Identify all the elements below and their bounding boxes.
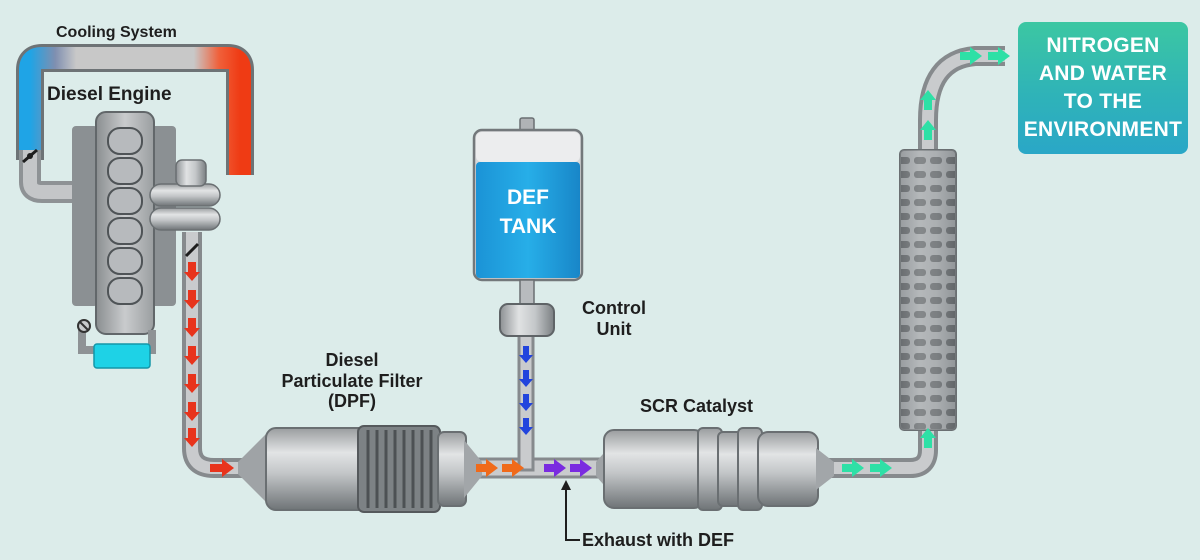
control-unit-label-line-1: Control [582, 298, 646, 318]
muffler [899, 149, 957, 431]
exhaust-with-def-pointer-head [561, 480, 571, 490]
scr-catalyst [596, 427, 834, 511]
exhaust-pipe [182, 46, 1005, 479]
cooling-system-label: Cooling System [56, 24, 177, 41]
exhaust-with-def-pointer [565, 484, 580, 541]
cooling-loop [16, 44, 254, 203]
diesel-engine [72, 111, 221, 369]
exhaust-flow-arrows [184, 262, 524, 477]
def-tank-label-line-2: TANK [499, 215, 557, 238]
control-unit [499, 303, 555, 337]
exhaust-with-def-label: Exhaust with DEF [582, 530, 735, 550]
clean-flow-arrows [842, 47, 1010, 477]
environment-output-box: NITROGEN AND WATER TO THE ENVIRONMENT [1018, 22, 1188, 154]
def-tank-label-line-1: DEF [507, 186, 549, 209]
dpf-label: Diesel Particulate Filter (DPF) [252, 350, 452, 412]
output-line-2: AND WATER [1038, 62, 1168, 85]
control-unit-label: Control Unit [566, 298, 662, 339]
diesel-engine-label: Diesel Engine [47, 84, 172, 105]
scr-catalyst-label: SCR Catalyst [640, 396, 754, 416]
dpf-label-line-1: Diesel [325, 350, 379, 370]
output-line-4: ENVIRONMENT [1023, 118, 1183, 141]
dpf [238, 425, 482, 513]
control-unit-label-line-2: Unit [596, 318, 632, 339]
def-tank-label: DEF TANK [476, 183, 580, 241]
output-line-3: TO THE [1063, 90, 1143, 113]
output-line-1: NITROGEN [1046, 34, 1160, 57]
def-flow-arrows [519, 346, 533, 435]
dpf-label-line-2: Particulate Filter [281, 370, 423, 391]
def-tank [472, 117, 584, 307]
mixed-flow-arrows [544, 459, 592, 477]
dpf-label-line-3: (DPF) [328, 391, 376, 412]
